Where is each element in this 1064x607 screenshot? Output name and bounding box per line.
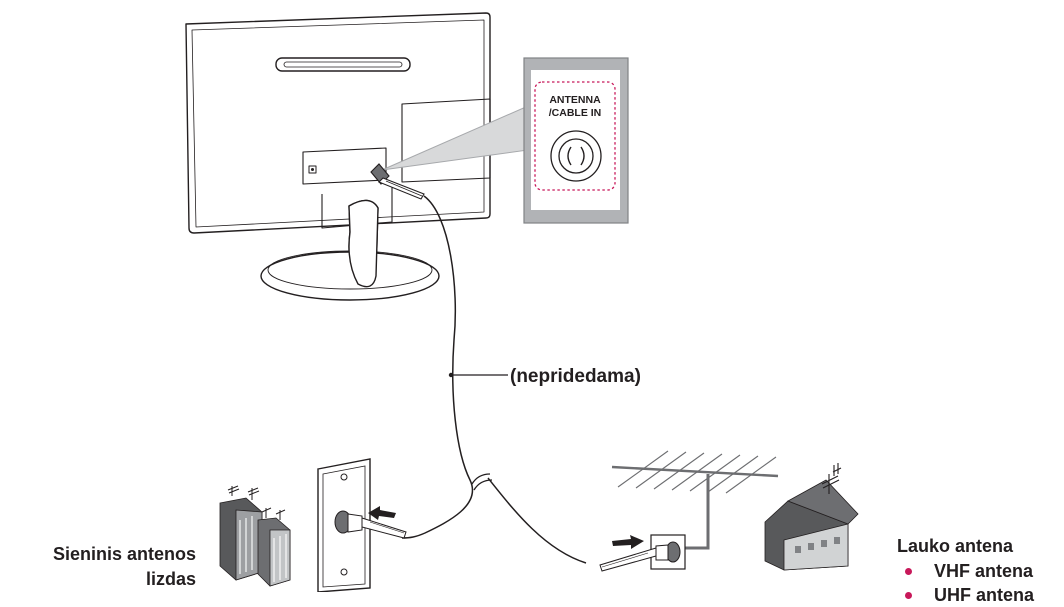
wall-antenna-outlet-label: Sieninis antenos lizdas (0, 542, 196, 592)
wall-antenna-outlet (317, 458, 407, 592)
cable-not-included-label: (nepridedama) (510, 366, 641, 387)
outdoor-yagi-antenna (611, 450, 779, 550)
port-label-line-1: ANTENNA (549, 94, 601, 106)
port-detail-panel (523, 57, 629, 224)
apartment-building-icon (219, 485, 291, 587)
house-icon (764, 463, 859, 571)
port-highlight-dashed-box (534, 81, 616, 191)
antenna-type-item: VHF antena (897, 559, 1034, 583)
wall-label-line-1: Sieninis antenos (52, 544, 196, 564)
monitor-rear-view (185, 12, 491, 301)
wall-label-line-2: lizdas (145, 569, 196, 589)
top-vent-slot (275, 57, 411, 72)
bullet-icon (905, 592, 912, 599)
antenna-cable (401, 195, 474, 539)
antenna-type-label: UHF antena (934, 585, 1035, 605)
antenna-connection-diagram (185, 12, 859, 592)
bullet-icon (905, 568, 912, 575)
antenna-cable-in-port-label: ANTENNA /CABLE IN (538, 94, 612, 120)
outdoor-antenna-connector (599, 534, 686, 572)
outdoor-antenna-label-group: Lauko antena VHF antena UHF antena (897, 533, 1034, 607)
monitor-cable-connector (370, 163, 425, 200)
coax-port-icon (550, 130, 602, 182)
antenna-type-list: VHF antena UHF antena (897, 559, 1034, 607)
antenna-type-item: UHF antena (897, 583, 1034, 607)
antenna-cable-branch (487, 477, 587, 564)
cable-break-mark (471, 473, 493, 491)
outdoor-insert-arrow (612, 535, 644, 549)
antenna-type-label: VHF antena (934, 561, 1034, 581)
wall-insert-arrow (368, 506, 396, 520)
outdoor-antenna-title: Lauko antena (897, 536, 1014, 556)
port-label-line-2: /CABLE IN (548, 107, 602, 119)
